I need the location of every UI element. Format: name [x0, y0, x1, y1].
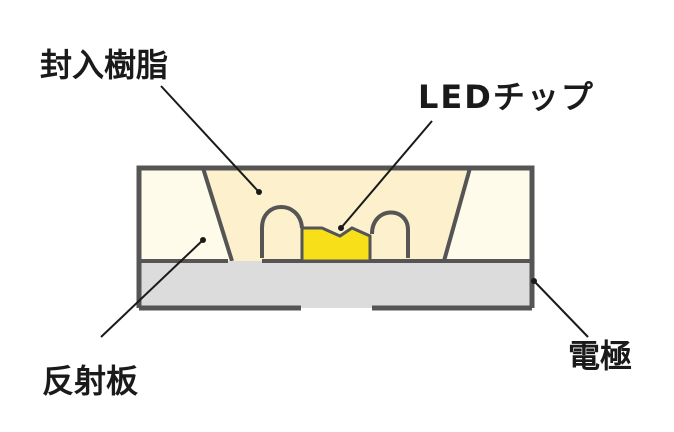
leader-line-led-chip	[340, 120, 433, 229]
leader-dot-reflector	[200, 237, 206, 243]
leader-line-reflector	[100, 239, 204, 338]
leader-line-electrode	[533, 280, 589, 338]
label-led-chip: LEDチップ	[418, 78, 595, 116]
reflector-right-wall	[442, 167, 472, 262]
package-outline	[136, 165, 535, 308]
bonding-wire-left	[260, 205, 304, 258]
reflector-left-wall	[201, 167, 234, 262]
led-chip-shape	[300, 226, 372, 263]
bonding-wire-right	[370, 210, 410, 258]
encapsulation-resin-area	[203, 168, 470, 261]
leader-line-resin	[160, 85, 259, 192]
label-electrode: 電極	[568, 337, 632, 375]
leader-dot-led-chip	[338, 225, 344, 231]
base-substrate	[139, 261, 532, 308]
leader-dot-resin	[256, 189, 262, 195]
label-encapsulation-resin: 封入樹脂	[40, 46, 168, 84]
label-reflector: 反射板	[42, 362, 138, 400]
leader-dot-electrode	[531, 278, 537, 284]
